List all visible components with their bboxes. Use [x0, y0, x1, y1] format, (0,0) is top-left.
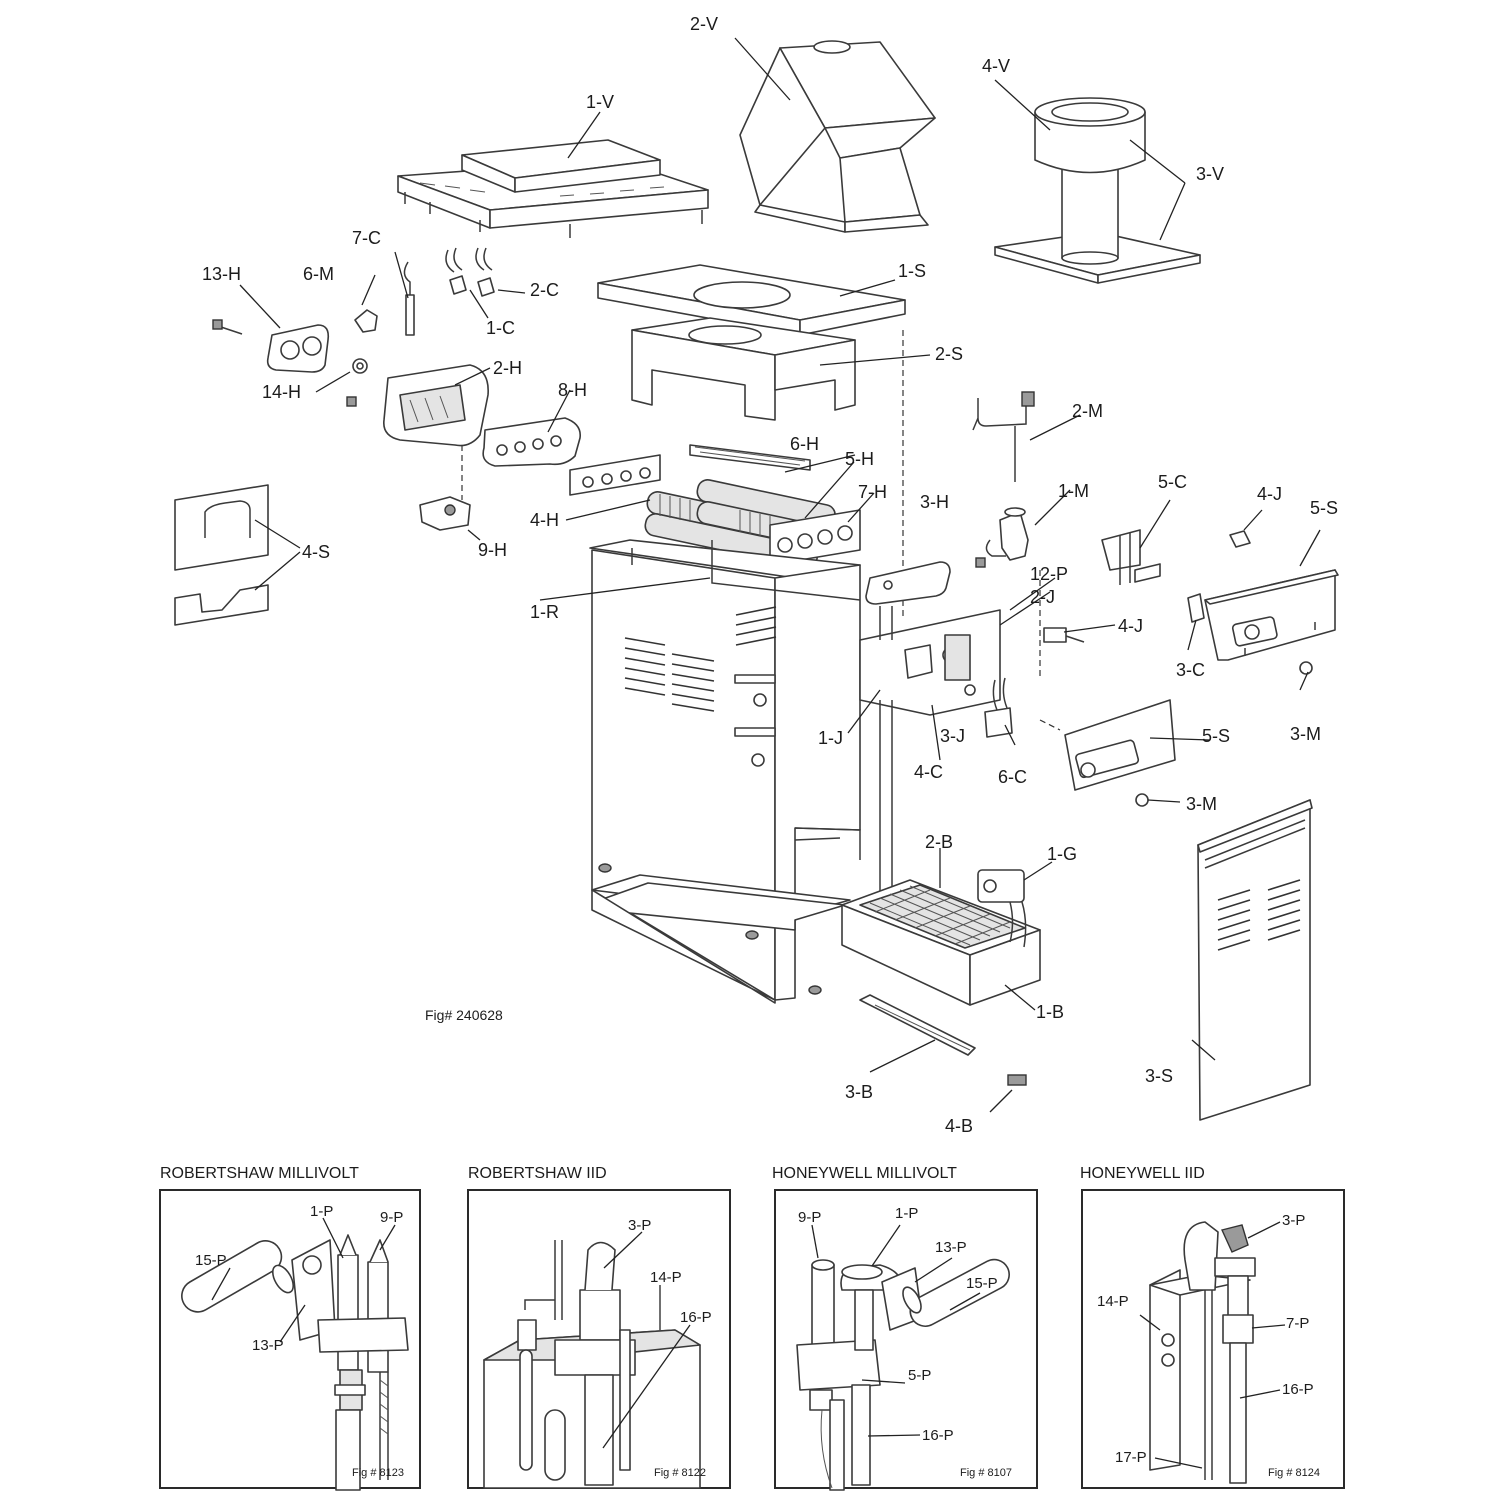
label-3-h: 3-H	[920, 492, 949, 512]
label-2-c: 2-C	[530, 280, 559, 300]
label-4-h: 4-H	[530, 510, 559, 530]
label-16-p: 16-P	[1282, 1381, 1314, 1398]
label-13-p: 13-P	[935, 1239, 967, 1256]
label-5-s-top: 5-S	[1310, 498, 1338, 518]
label-9-p: 9-P	[380, 1209, 403, 1226]
label-5-p: 5-P	[908, 1367, 931, 1384]
label-2-j: 2-J	[1030, 587, 1055, 607]
panel-caption: Fig # 8122	[654, 1467, 706, 1479]
label-1-m: 1-M	[1058, 481, 1089, 501]
label-16-p: 16-P	[680, 1309, 712, 1326]
panel-caption: Fig # 8107	[960, 1467, 1012, 1479]
label-3-s: 3-S	[1145, 1066, 1173, 1086]
label-2-h: 2-H	[493, 358, 522, 378]
label-5-c: 5-C	[1158, 472, 1187, 492]
label-2-v: 2-V	[690, 14, 718, 34]
label-16-p: 16-P	[922, 1427, 954, 1444]
part-electrical-controls	[865, 391, 1251, 738]
label-6-m: 6-M	[303, 264, 334, 284]
label-3-p: 3-P	[628, 1217, 651, 1234]
label-14-p: 14-P	[650, 1269, 682, 1286]
panel-title: HONEYWELL MILLIVOLT	[772, 1165, 957, 1182]
label-1-p: 1-P	[895, 1205, 918, 1222]
part-4s-side-shields	[174, 484, 269, 626]
part-5s-control-panels	[1064, 569, 1339, 807]
panel-caption: Fig # 8123	[352, 1467, 404, 1479]
label-17-p: 17-P	[1115, 1449, 1147, 1466]
label-3-p: 3-P	[1282, 1212, 1305, 1229]
label-8-h: 8-H	[558, 380, 587, 400]
label-1-s: 1-S	[898, 261, 926, 281]
label-7-h: 7-H	[858, 482, 887, 502]
label-1-j: 1-J	[818, 728, 843, 748]
label-3-m-bottom: 3-M	[1186, 794, 1217, 814]
label-5-s-bottom: 5-S	[1202, 726, 1230, 746]
part-3s-front-panel	[1197, 799, 1313, 1121]
label-1-g: 1-G	[1047, 844, 1077, 864]
label-2-b: 2-B	[925, 832, 953, 852]
label-3-m-right: 3-M	[1290, 724, 1321, 744]
panel-honeywell-iid: HONEYWELL IID 3-P 14-P 7-P 16-P 17-P Fig…	[1080, 1165, 1345, 1489]
label-3-b: 3-B	[845, 1082, 873, 1102]
label-3-c: 3-C	[1176, 660, 1205, 680]
label-1-r: 1-R	[530, 602, 559, 622]
part-burner-tray	[841, 869, 1041, 1086]
label-5-h: 5-H	[845, 449, 874, 469]
label-7-c: 7-C	[352, 228, 381, 248]
label-1-p: 1-P	[310, 1203, 333, 1220]
part-header-assembly	[212, 247, 582, 531]
label-3-v: 3-V	[1196, 164, 1224, 184]
label-9-p: 9-P	[798, 1209, 821, 1226]
label-1-b: 1-B	[1036, 1002, 1064, 1022]
label-4-c: 4-C	[914, 762, 943, 782]
part-1v-top-vent	[397, 139, 709, 238]
label-12-p: 12-P	[1030, 564, 1068, 584]
part-heat-exchanger	[569, 444, 861, 569]
part-heater-cabinet	[589, 330, 1061, 1004]
label-2-m: 2-M	[1072, 401, 1103, 421]
label-4-j-mid: 4-J	[1118, 616, 1143, 636]
label-4-v: 4-V	[982, 56, 1010, 76]
panel-title: ROBERTSHAW IID	[468, 1165, 607, 1182]
part-labels: 1-V 2-V 4-V 3-V 1-S 2-S 7-C 13-H 6-M 2-C…	[202, 14, 1338, 1136]
part-1s-top-plate	[597, 264, 906, 336]
label-15-p: 15-P	[966, 1275, 998, 1292]
panel-honeywell-millivolt: HONEYWELL MILLIVOLT 9-P 1-P 13-P 15-P 5-…	[772, 1165, 1038, 1491]
label-4-s: 4-S	[302, 542, 330, 562]
label-13-h: 13-H	[202, 264, 241, 284]
panel-title: ROBERTSHAW MILLIVOLT	[160, 1165, 359, 1182]
part-2v-vent-hood	[739, 40, 936, 233]
figure-caption: Fig# 240628	[425, 1007, 503, 1023]
panel-title: HONEYWELL IID	[1080, 1165, 1205, 1182]
label-1-c: 1-C	[486, 318, 515, 338]
label-1-v: 1-V	[586, 92, 614, 112]
part-4v-vent-cap	[994, 97, 1201, 284]
part-2s-flue-collector	[631, 317, 856, 421]
label-3-j: 3-J	[940, 726, 965, 746]
label-2-s: 2-S	[935, 344, 963, 364]
label-6-c: 6-C	[998, 767, 1027, 787]
label-15-p: 15-P	[195, 1252, 227, 1269]
label-14-h: 14-H	[262, 382, 301, 402]
label-13-p: 13-P	[252, 1337, 284, 1354]
label-9-h: 9-H	[478, 540, 507, 560]
label-14-p: 14-P	[1097, 1293, 1129, 1310]
leader-lines	[239, 37, 1321, 1113]
label-7-p: 7-P	[1286, 1315, 1309, 1332]
panel-robertshaw-millivolt: ROBERTSHAW MILLIVOLT 1-P 9-P 15-P 13-P F…	[159, 1165, 421, 1491]
panel-caption: Fig # 8124	[1268, 1467, 1320, 1479]
label-4-b: 4-B	[945, 1116, 973, 1136]
label-4-j-top: 4-J	[1257, 484, 1282, 504]
label-6-h: 6-H	[790, 434, 819, 454]
panel-robertshaw-iid: ROBERTSHAW IID 3-P 14-P 16-P Fig # 8122	[467, 1165, 731, 1489]
